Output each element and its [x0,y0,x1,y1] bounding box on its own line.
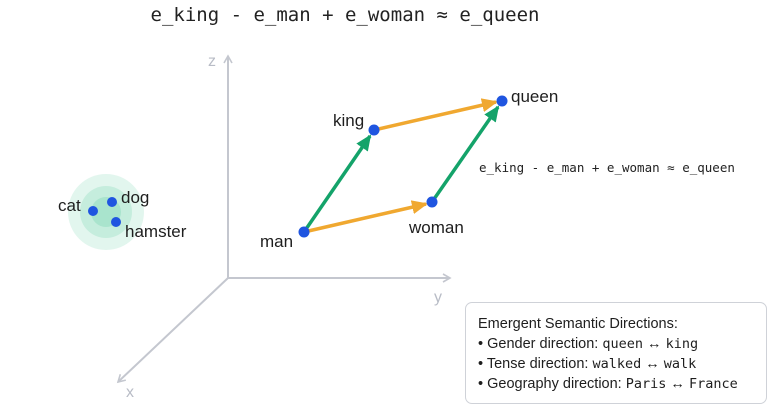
point-hamster [111,217,121,227]
point-queen [496,95,508,107]
legend-item-label: Geography direction: [487,376,626,392]
arrow-king-to-queen [373,98,498,132]
arrow-man-to-woman [303,200,428,234]
legend-item-label: Gender direction: [487,336,603,352]
label-king: king [333,111,364,130]
axes: z y x [116,53,452,401]
diagram-title: e_king - e_man + e_woman ≈ e_queen [150,4,540,26]
animal-cluster: cat dog hamster [58,174,187,250]
legend-box: Emergent Semantic Directions: • Gender d… [465,302,767,404]
label-dog: dog [121,188,149,207]
legend-term-a: walked [592,356,642,372]
bidirectional-arrow-icon: ↔ [645,356,660,372]
point-woman [426,196,438,208]
label-woman: woman [408,218,464,237]
cluster-halo-outer [68,174,144,250]
bullet: • [478,376,484,392]
point-man [298,226,310,238]
z-axis-label: z [208,53,216,70]
x-axis [116,277,229,384]
legend-term-b: king [665,336,699,352]
bullet: • [478,356,484,372]
label-cat: cat [58,196,81,215]
legend-term-b: France [688,376,738,392]
legend-item-label: Tense direction: [486,356,593,372]
y-axis-label: y [434,289,442,306]
label-hamster: hamster [125,222,187,241]
point-dog [107,197,117,207]
label-man: man [260,232,293,251]
point-king [368,124,380,136]
arrow-man-to-king [302,134,372,233]
arrow-woman-to-queen [430,105,500,203]
legend-term-b: walk [663,356,697,372]
bullet: • [478,336,484,352]
x-axis-label: x [126,384,134,401]
legend-item-geography: • Geography direction: Paris ↔ France [478,374,766,394]
legend-title: Emergent Semantic Directions: [478,316,678,332]
legend-term-a: queen [602,336,644,352]
legend-item-tense: • Tense direction: walked ↔ walk [478,354,766,374]
analogy-equation: e_king - e_man + e_woman ≈ e_queen [479,160,735,175]
legend-item-gender: • Gender direction: queen ↔ king [478,334,766,354]
bidirectional-arrow-icon: ↔ [670,376,685,392]
analogy-parallelogram: man king woman queen e_king - e_man + e_… [260,87,735,251]
point-cat [88,206,98,216]
legend-term-a: Paris [625,376,667,392]
label-queen: queen [511,87,558,106]
bidirectional-arrow-icon: ↔ [647,336,662,352]
